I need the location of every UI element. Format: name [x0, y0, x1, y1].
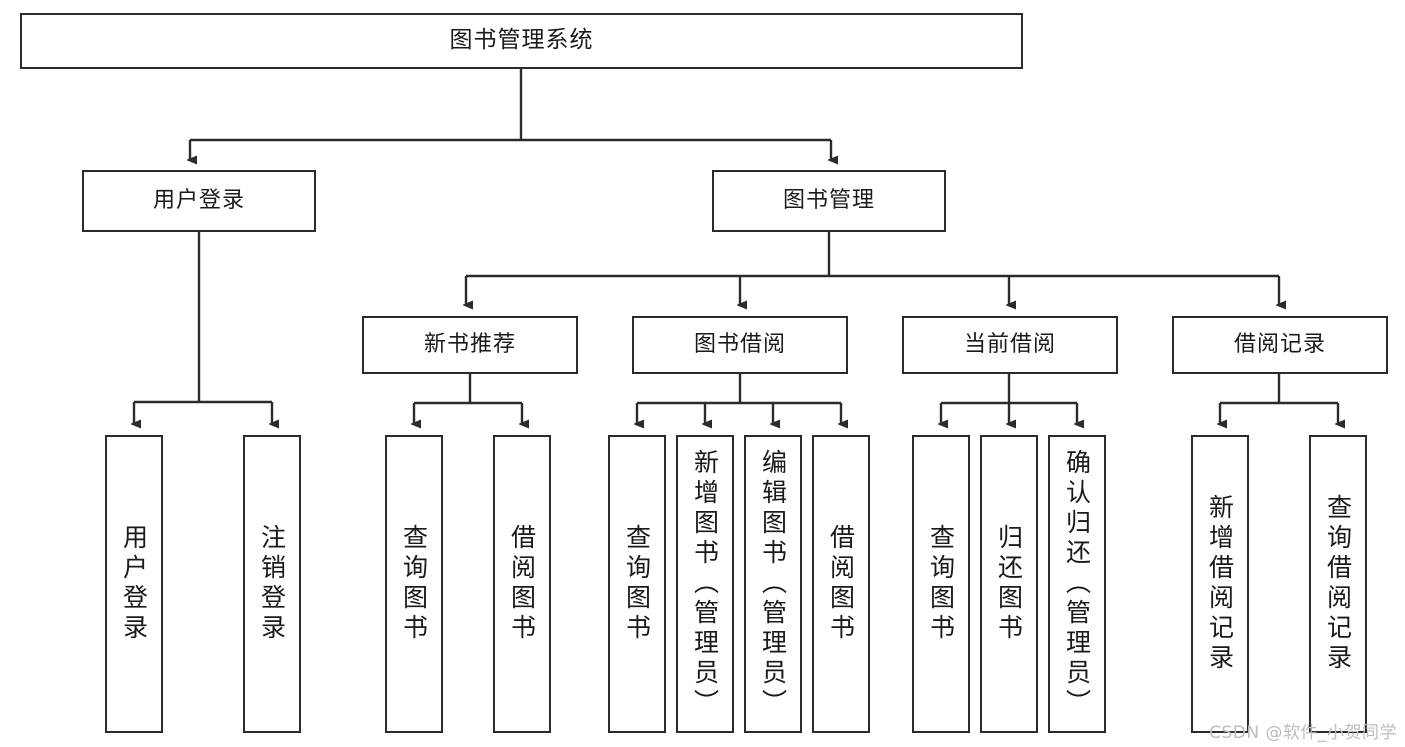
node-book-management[interactable]: 图书管理 [712, 170, 946, 232]
node-query-book-3[interactable]: 查询图书 [912, 435, 970, 733]
node-root-system[interactable]: 图书管理系统 [20, 13, 1023, 69]
node-edit-book-admin[interactable]: 编辑图书（管理员） [744, 435, 802, 733]
node-query-borrow-record[interactable]: 查询借阅记录 [1309, 435, 1367, 733]
node-query-book-3-label: 查询图书 [926, 524, 956, 644]
node-add-book-admin-label: 新增图书（管理员） [690, 449, 720, 719]
node-new-book-recommend-label: 新书推荐 [423, 332, 516, 358]
node-confirm-return-admin[interactable]: 确认归还（管理员） [1048, 435, 1106, 733]
node-user-login-label: 用户登录 [152, 188, 245, 214]
node-logout-leaf-label: 注销登录 [257, 524, 287, 644]
watermark-text: CSDN @软件_小贺同学 [1209, 723, 1397, 743]
node-query-book-1-label: 查询图书 [399, 524, 429, 644]
node-logout-leaf[interactable]: 注销登录 [243, 435, 301, 733]
node-current-borrow-label: 当前借阅 [963, 332, 1056, 358]
node-return-book[interactable]: 归还图书 [980, 435, 1038, 733]
node-borrow-book-1-label: 借阅图书 [507, 524, 537, 644]
node-query-book-2-label: 查询图书 [622, 524, 652, 644]
node-book-borrow[interactable]: 图书借阅 [632, 316, 848, 374]
node-borrow-book-2-label: 借阅图书 [826, 524, 856, 644]
node-user-login[interactable]: 用户登录 [82, 170, 316, 232]
node-new-book-recommend[interactable]: 新书推荐 [362, 316, 578, 374]
node-return-book-label: 归还图书 [994, 524, 1024, 644]
node-edit-book-admin-label: 编辑图书（管理员） [758, 449, 788, 719]
node-add-borrow-record-label: 新增借阅记录 [1205, 494, 1235, 674]
node-query-book-2[interactable]: 查询图书 [608, 435, 666, 733]
node-book-borrow-label: 图书借阅 [693, 332, 786, 358]
node-borrow-record[interactable]: 借阅记录 [1172, 316, 1388, 374]
node-borrow-record-label: 借阅记录 [1233, 332, 1326, 358]
node-book-management-label: 图书管理 [782, 188, 875, 214]
node-user-login-leaf[interactable]: 用户登录 [105, 435, 163, 733]
node-add-book-admin[interactable]: 新增图书（管理员） [676, 435, 734, 733]
node-user-login-leaf-label: 用户登录 [119, 524, 149, 644]
node-root-system-label: 图书管理系统 [449, 27, 594, 54]
node-borrow-book-2[interactable]: 借阅图书 [812, 435, 870, 733]
node-query-borrow-record-label: 查询借阅记录 [1323, 494, 1353, 674]
node-add-borrow-record[interactable]: 新增借阅记录 [1191, 435, 1249, 733]
node-current-borrow[interactable]: 当前借阅 [902, 316, 1118, 374]
node-borrow-book-1[interactable]: 借阅图书 [493, 435, 551, 733]
node-query-book-1[interactable]: 查询图书 [385, 435, 443, 733]
node-confirm-return-admin-label: 确认归还（管理员） [1062, 449, 1092, 719]
